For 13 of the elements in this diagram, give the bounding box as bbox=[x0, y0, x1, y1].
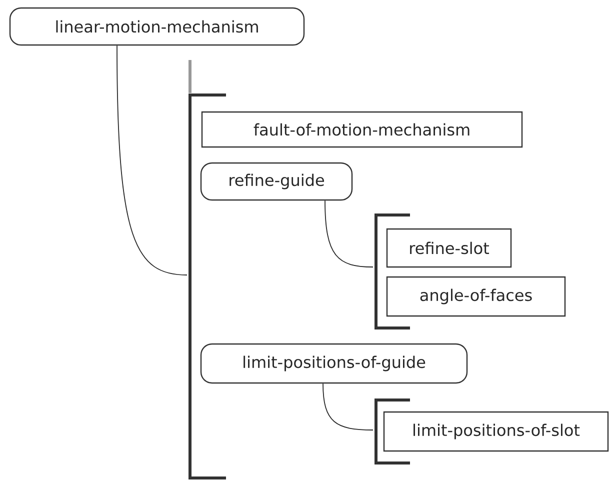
box: fault-of-motion-mechanism bbox=[201, 111, 523, 148]
bracket bbox=[374, 398, 410, 464]
rounded-box: refine-guide bbox=[200, 162, 353, 201]
rounded-box: linear-motion-mechanism bbox=[9, 7, 305, 46]
bracket bbox=[188, 60, 226, 480]
box: limit-positions-of-slot bbox=[383, 411, 609, 452]
rounded-box: limit-positions-of-guide bbox=[200, 343, 468, 384]
box: angle-of-faces bbox=[386, 276, 566, 317]
connector bbox=[322, 383, 374, 430]
connector bbox=[116, 45, 188, 276]
box: refine-slot bbox=[386, 228, 512, 268]
bracket bbox=[374, 214, 410, 330]
connector bbox=[324, 200, 374, 268]
